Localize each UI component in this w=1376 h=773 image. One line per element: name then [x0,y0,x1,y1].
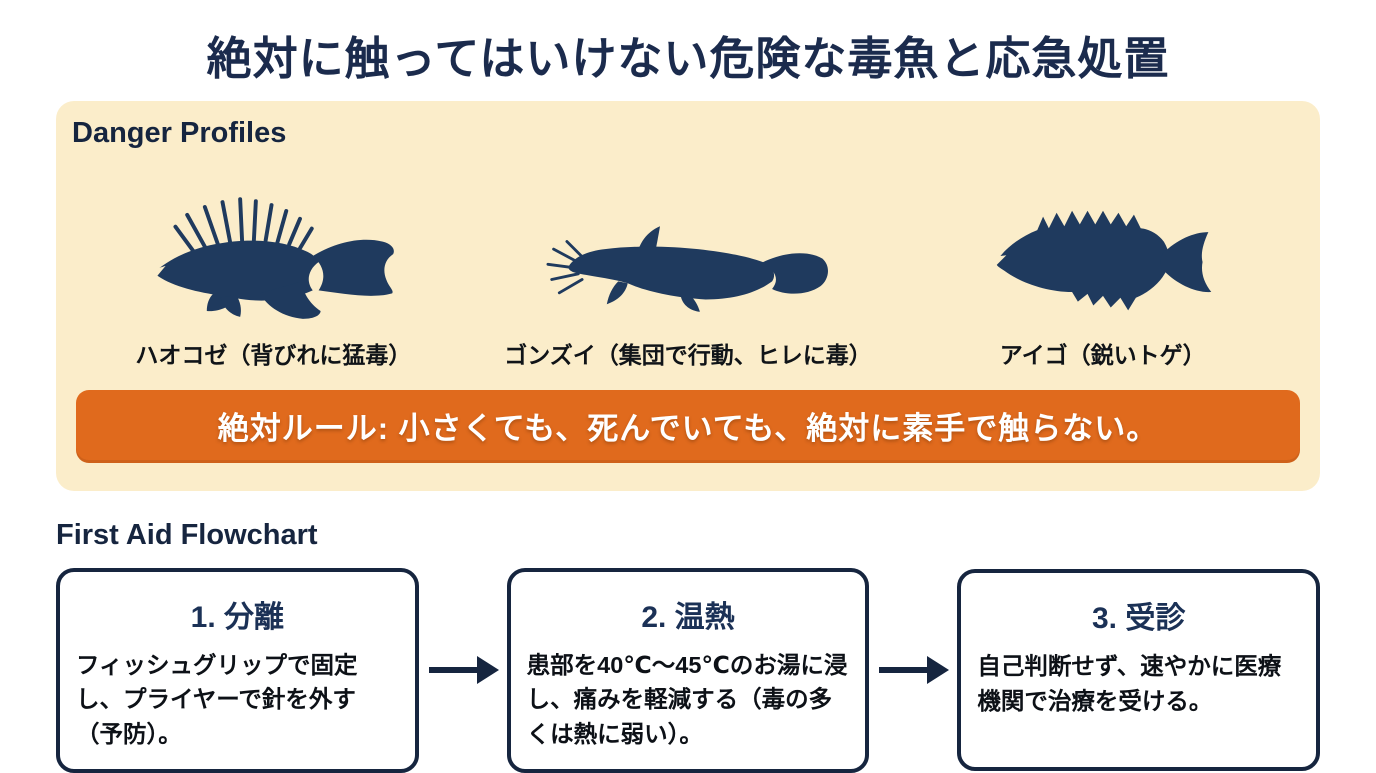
danger-profiles-panel: Danger Profiles [56,101,1320,491]
absolute-rule-banner: 絶対ルール: 小さくても、死んでいても、絶対に素手で触らない。 [76,390,1300,463]
flow-step-1-body: フィッシュグリップで固定し、プライヤーで針を外す（予防）。 [76,652,358,747]
fish-label-row: ハオコゼ（背びれに猛毒） ゴンズイ（集団で行動、ヒレに毒） アイゴ（鋭いトゲ） [66,336,1310,370]
flow-step-1-title: 1. 分離 [190,601,285,634]
arrow-right-icon [869,650,957,690]
fish-label-aigo: アイゴ（鋭いトゲ） [999,342,1206,368]
flow-step-2-warm: 2. 温熱 患部を40℃～45℃のお湯に浸し、痛みを軽減する（毒の多くは熱に弱い… [506,568,870,773]
fish-item-aigo [895,200,1310,326]
fish-label-haokoze: ハオコゼ（背びれに猛毒） [135,342,412,368]
arrow-right-icon [419,650,507,690]
eel-catfish-icon [545,226,828,312]
flow-step-2-body: 患部を40℃～45℃のお湯に浸し、痛みを軽減する（毒の多くは熱に弱い）。 [526,652,848,747]
fish-label-gonzui: ゴンズイ（集団で行動、ヒレに毒） [504,342,872,368]
scorpionfish-icon [149,197,394,319]
danger-profiles-heading: Danger Profiles [72,117,287,149]
first-aid-flowchart-heading: First Aid Flowchart [56,519,318,551]
first-aid-flowchart: 1. 分離 フィッシュグリップで固定し、プライヤーで針を外す（予防）。 2. 温… [56,568,1321,773]
fish-item-haokoze [66,194,481,326]
rabbitfish-icon [990,210,1211,311]
fish-item-gonzui [481,214,896,326]
flow-step-3-body: 自己判断せず、速やかに医療機関で治療を受ける。 [977,653,1282,714]
flow-step-3-hospital: 3. 受診 自己判断せず、速やかに医療機関で治療を受ける。 [957,569,1321,772]
fish-row [66,154,1310,326]
flow-step-3-title: 3. 受診 [1092,602,1186,636]
flow-step-2-title: 2. 温熱 [641,601,735,634]
flow-step-1-separate: 1. 分離 フィッシュグリップで固定し、プライヤーで針を外す（予防）。 [56,568,419,773]
page-title: 絶対に触ってはいけない危険な毒魚と応急処置 [206,33,1170,84]
